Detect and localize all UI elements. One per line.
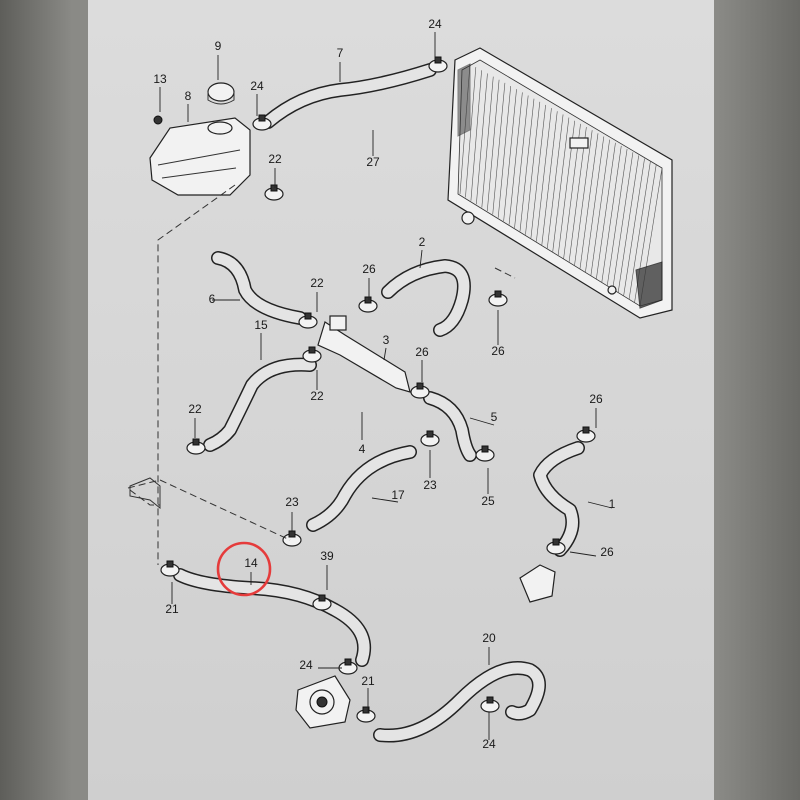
radiator-fin <box>525 101 541 235</box>
radiator-fin <box>519 98 535 232</box>
radiator-fin <box>590 139 610 276</box>
clamp-tab <box>582 426 590 434</box>
callout-c14: 14 <box>244 556 258 570</box>
radiator-fin <box>503 89 517 222</box>
radiator-fin <box>486 79 500 211</box>
radiator-fin <box>623 158 645 296</box>
clamp-tab <box>344 658 352 666</box>
callout-c23a: 23 <box>285 495 299 509</box>
throttle-body <box>295 675 351 729</box>
callout-c26b: 26 <box>491 344 505 358</box>
radiator-fin <box>606 149 628 286</box>
radiator-fin <box>481 76 494 208</box>
clamp-tab <box>258 114 266 122</box>
radiator-fin <box>574 130 593 266</box>
radiator-fin <box>497 86 512 218</box>
callout-c1: 1 <box>609 497 616 511</box>
clamp-tab <box>364 296 372 304</box>
radiator-fin <box>579 133 599 269</box>
callout-c8: 8 <box>185 89 192 103</box>
callout-c26e: 26 <box>600 545 614 559</box>
radiator-fin <box>541 111 558 245</box>
leader-line <box>569 551 597 557</box>
clamp-tab <box>192 438 200 446</box>
callout-c26a: 26 <box>362 262 376 276</box>
radiator-fin <box>470 70 482 201</box>
radiator-fin <box>530 104 546 239</box>
radiator-fin <box>568 126 587 262</box>
callout-c24d: 24 <box>482 737 496 751</box>
leader-line <box>371 497 399 503</box>
callout-c22d: 22 <box>188 402 202 416</box>
clamp-tab <box>304 312 312 320</box>
coolant-pipe <box>317 315 411 393</box>
radiator-fin <box>492 82 506 215</box>
callout-leaders <box>159 32 613 740</box>
callout-c21b: 21 <box>361 674 375 688</box>
callout-c24b: 24 <box>250 79 264 93</box>
clamp-tab <box>318 594 326 602</box>
radiator-fin <box>465 67 477 198</box>
callout-c26c: 26 <box>415 345 429 359</box>
radiator-fin <box>612 152 634 290</box>
leader-line <box>419 249 423 269</box>
radiator-fin <box>585 136 605 273</box>
callout-c23b: 23 <box>423 478 437 492</box>
clamp-tab <box>552 538 560 546</box>
callout-c7: 7 <box>337 46 344 60</box>
radiator-fin <box>514 95 529 228</box>
callout-c4: 4 <box>359 442 366 456</box>
callout-c24a: 24 <box>428 17 442 31</box>
callout-c20: 20 <box>482 631 496 645</box>
highlight-circle <box>216 541 272 597</box>
radiator-fin <box>628 161 651 300</box>
callout-labels: 1234567891314151720212122222222232324242… <box>153 17 615 751</box>
clamp-tab <box>416 382 424 390</box>
callout-c22a: 22 <box>268 152 282 166</box>
callout-c25: 25 <box>481 494 495 508</box>
callout-c15: 15 <box>254 318 268 332</box>
radiator-fin <box>596 142 616 279</box>
radiator-fin <box>476 73 488 205</box>
thermostat-housing <box>519 564 556 603</box>
clamp-tab <box>486 696 494 704</box>
radiator-fin <box>508 92 523 225</box>
clamp-tab <box>166 560 174 568</box>
expansion-tank <box>149 82 251 196</box>
radiator <box>447 47 673 319</box>
callout-c39: 39 <box>320 549 334 563</box>
clamp-tab <box>362 706 370 714</box>
callout-c17: 17 <box>391 488 405 502</box>
callout-c2: 2 <box>419 235 426 249</box>
radiator-fin <box>536 108 552 242</box>
clamp-tab <box>494 290 502 298</box>
leader-line <box>383 347 387 361</box>
hose-clamps <box>160 56 596 723</box>
callout-c21a: 21 <box>165 602 179 616</box>
clamp-tab <box>434 56 442 64</box>
clamp-tab <box>426 430 434 438</box>
callout-c5: 5 <box>491 410 498 424</box>
callout-c26d: 26 <box>589 392 603 406</box>
clamp-tab <box>308 346 316 354</box>
callout-c27: 27 <box>366 155 380 169</box>
radiator-fin <box>552 117 570 252</box>
radiator-fin <box>601 145 622 283</box>
guide-lines <box>127 184 516 565</box>
callout-c22b: 22 <box>310 276 324 290</box>
callout-c24c: 24 <box>299 658 313 672</box>
radiator-fin <box>617 155 640 293</box>
radiator-fin <box>546 114 564 249</box>
leader-line <box>587 501 613 509</box>
callout-c9: 9 <box>215 39 222 53</box>
callout-c6: 6 <box>209 292 216 306</box>
leader-line <box>469 417 495 426</box>
callout-c22c: 22 <box>310 389 324 403</box>
hoses <box>173 63 585 743</box>
clamp-tab <box>270 184 278 192</box>
callout-c3: 3 <box>383 333 390 347</box>
callout-c13: 13 <box>153 72 167 86</box>
clamp-tab <box>481 445 489 453</box>
